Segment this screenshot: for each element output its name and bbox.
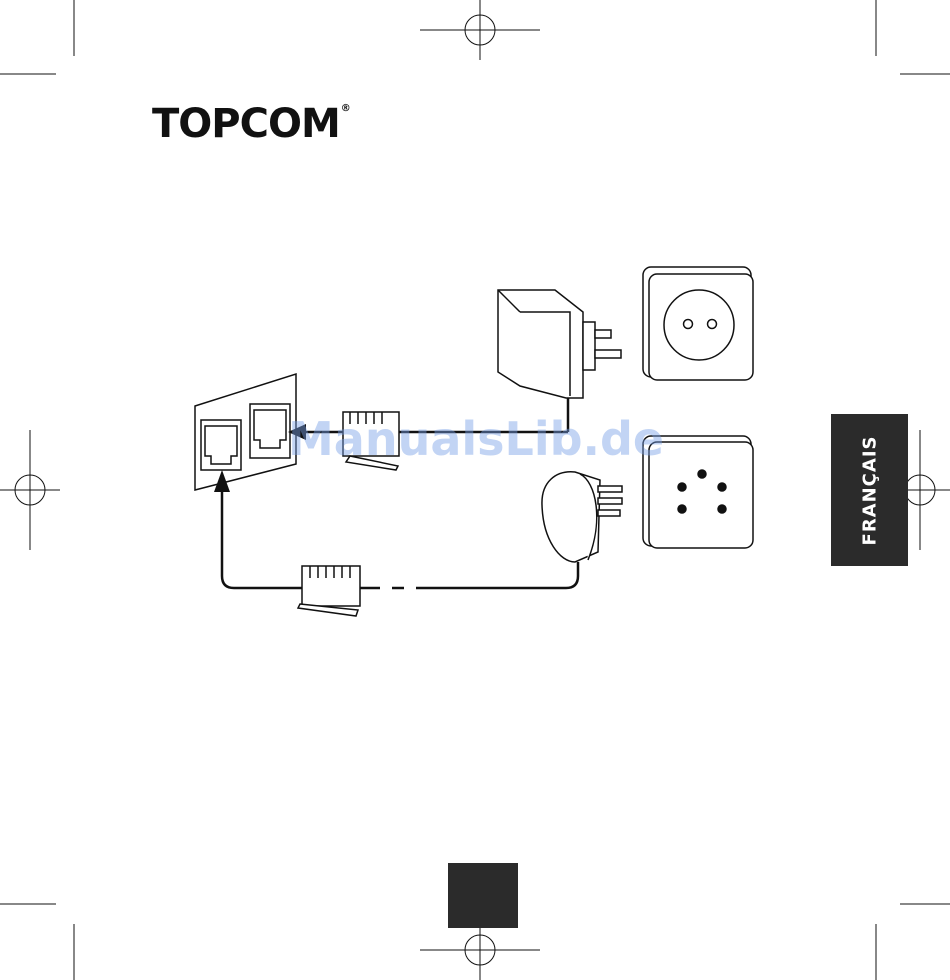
page-number-block	[448, 863, 518, 928]
telephone-wall-socket-dual	[195, 374, 296, 490]
registration-mark-icon	[420, 0, 540, 60]
power-adapter	[498, 290, 621, 398]
brand-logo: TOPCOM®	[152, 104, 350, 144]
language-tab-label: FRANÇAIS	[859, 435, 880, 545]
registration-mark-icon	[420, 920, 540, 980]
phone-plug-adapter	[542, 472, 622, 562]
watermark-text: ManualsLib.de	[288, 412, 664, 466]
registered-mark: ®	[341, 103, 350, 114]
language-tab: FRANÇAIS	[831, 414, 908, 566]
registration-mark-icon	[0, 430, 60, 550]
brand-logo-text: TOPCOM	[152, 101, 340, 147]
rj11-plug-lower	[298, 566, 360, 616]
power-outlet	[643, 267, 753, 380]
